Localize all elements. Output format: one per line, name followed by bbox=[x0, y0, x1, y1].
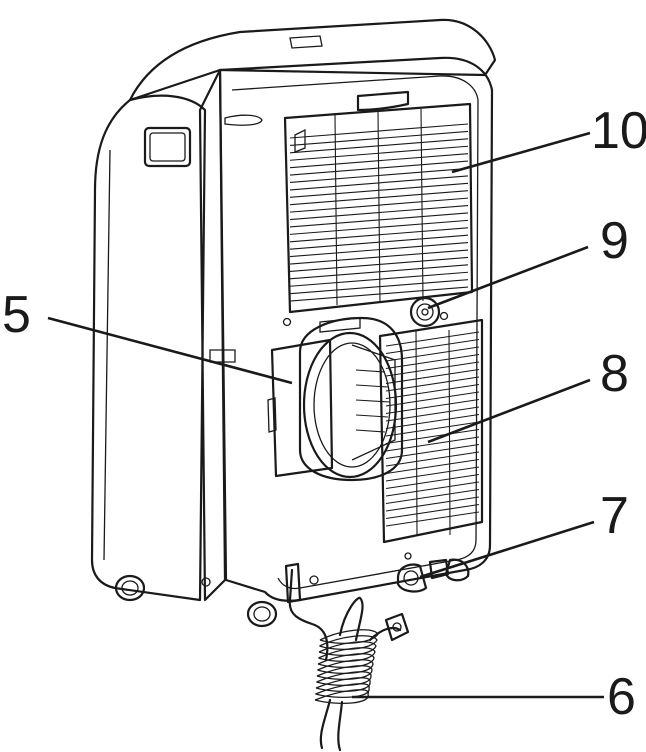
upper-grille-slat bbox=[289, 190, 469, 206]
upper-grille-slat bbox=[289, 234, 469, 250]
upper-drain-plug bbox=[409, 296, 449, 328]
lower-grille-slat bbox=[385, 503, 480, 520]
callout-9: 9 bbox=[600, 212, 629, 270]
unit-body bbox=[90, 18, 497, 602]
callout-7: 7 bbox=[600, 487, 629, 545]
upper-grille-slat bbox=[289, 153, 469, 169]
upper-grille-slat bbox=[289, 123, 469, 139]
lower-grille-slat bbox=[385, 383, 480, 400]
cord-loop-bottom bbox=[319, 698, 344, 752]
upper-grille-slat bbox=[289, 242, 469, 258]
cord-coil bbox=[319, 635, 378, 650]
upper-grille-slat bbox=[289, 160, 469, 176]
upper-grille-slat bbox=[289, 264, 469, 280]
upper-grille-slat bbox=[289, 145, 469, 161]
lower-grille-slat bbox=[385, 496, 480, 512]
lower-grille-slat bbox=[385, 346, 480, 362]
callout-leaders bbox=[47, 131, 604, 699]
lower-grille-slat bbox=[385, 353, 480, 370]
lower-grille-slat bbox=[385, 481, 480, 497]
lower-grille-slat bbox=[385, 391, 480, 407]
power-cord bbox=[284, 562, 410, 752]
upper-grille-divider bbox=[420, 108, 424, 302]
upper-grille-slat bbox=[289, 249, 469, 265]
upper-grille-slats bbox=[289, 108, 469, 306]
lower-grille-slat bbox=[385, 406, 480, 422]
lower-grille-slat bbox=[385, 361, 480, 377]
power-cord-coils bbox=[314, 596, 379, 752]
upper-grille-slat bbox=[289, 286, 469, 302]
upper-grille-slat bbox=[289, 197, 469, 213]
upper-grille-divider bbox=[334, 114, 338, 306]
cord-coil bbox=[314, 689, 369, 704]
upper-grille-slat bbox=[289, 138, 469, 154]
lower-grille-slat bbox=[385, 368, 480, 385]
upper-grille-slat bbox=[289, 167, 469, 184]
leader-7 bbox=[419, 520, 595, 579]
lower-grille-divider bbox=[415, 329, 418, 536]
cord-coil bbox=[316, 671, 372, 686]
upper-grille-slat bbox=[289, 204, 469, 221]
cord-loop-top bbox=[338, 596, 364, 642]
cord-coil bbox=[315, 677, 371, 692]
leader-8 bbox=[427, 378, 591, 444]
lower-grille-slat bbox=[385, 473, 480, 490]
lower-grille-slat bbox=[385, 331, 480, 347]
upper-grille-slat bbox=[289, 279, 469, 295]
lower-grille-slat bbox=[385, 466, 480, 482]
upper-grille-slat bbox=[289, 175, 469, 191]
callout-5: 5 bbox=[2, 286, 31, 344]
cord-coil bbox=[317, 653, 375, 668]
callout-labels: 10 9 5 8 7 6 bbox=[2, 102, 646, 726]
callout-6: 6 bbox=[607, 668, 636, 726]
upper-grille-slat bbox=[289, 227, 469, 243]
lower-grille-slat bbox=[385, 443, 480, 460]
upper-grille-divider bbox=[377, 111, 381, 304]
upper-grille-slat bbox=[289, 182, 469, 198]
callout-10: 10 bbox=[591, 102, 646, 160]
cord-coil bbox=[316, 665, 373, 680]
lower-grille-slat bbox=[385, 451, 480, 467]
upper-grille-slat bbox=[289, 256, 469, 272]
cord-coil bbox=[317, 659, 374, 674]
lower-grille-slats bbox=[385, 329, 480, 536]
lower-grille-slat bbox=[385, 458, 480, 475]
leader-5 bbox=[47, 316, 293, 385]
lower-grille-slat bbox=[385, 398, 480, 415]
callout-8: 8 bbox=[600, 345, 629, 403]
cord-coil bbox=[318, 641, 377, 656]
upper-grille-slat bbox=[289, 212, 469, 228]
upper-filter-grille bbox=[283, 102, 474, 314]
cord-coil bbox=[318, 647, 376, 662]
exhaust-hose-adapter bbox=[267, 316, 404, 482]
lower-grille-slat bbox=[385, 413, 480, 430]
caster-rear-left bbox=[114, 574, 146, 602]
leader-10 bbox=[451, 131, 591, 174]
upper-grille-slat bbox=[289, 271, 469, 287]
upper-grille-slat bbox=[289, 219, 469, 235]
caster-right bbox=[444, 558, 470, 582]
leader-9 bbox=[427, 245, 589, 310]
caster-front-left bbox=[246, 600, 278, 628]
lower-grille-slat bbox=[385, 488, 480, 505]
casters bbox=[114, 558, 470, 628]
upper-grille-slat bbox=[289, 130, 469, 146]
cord-coil bbox=[315, 683, 370, 698]
lower-grille-slat bbox=[385, 511, 480, 527]
lower-grille-slat bbox=[385, 376, 480, 392]
